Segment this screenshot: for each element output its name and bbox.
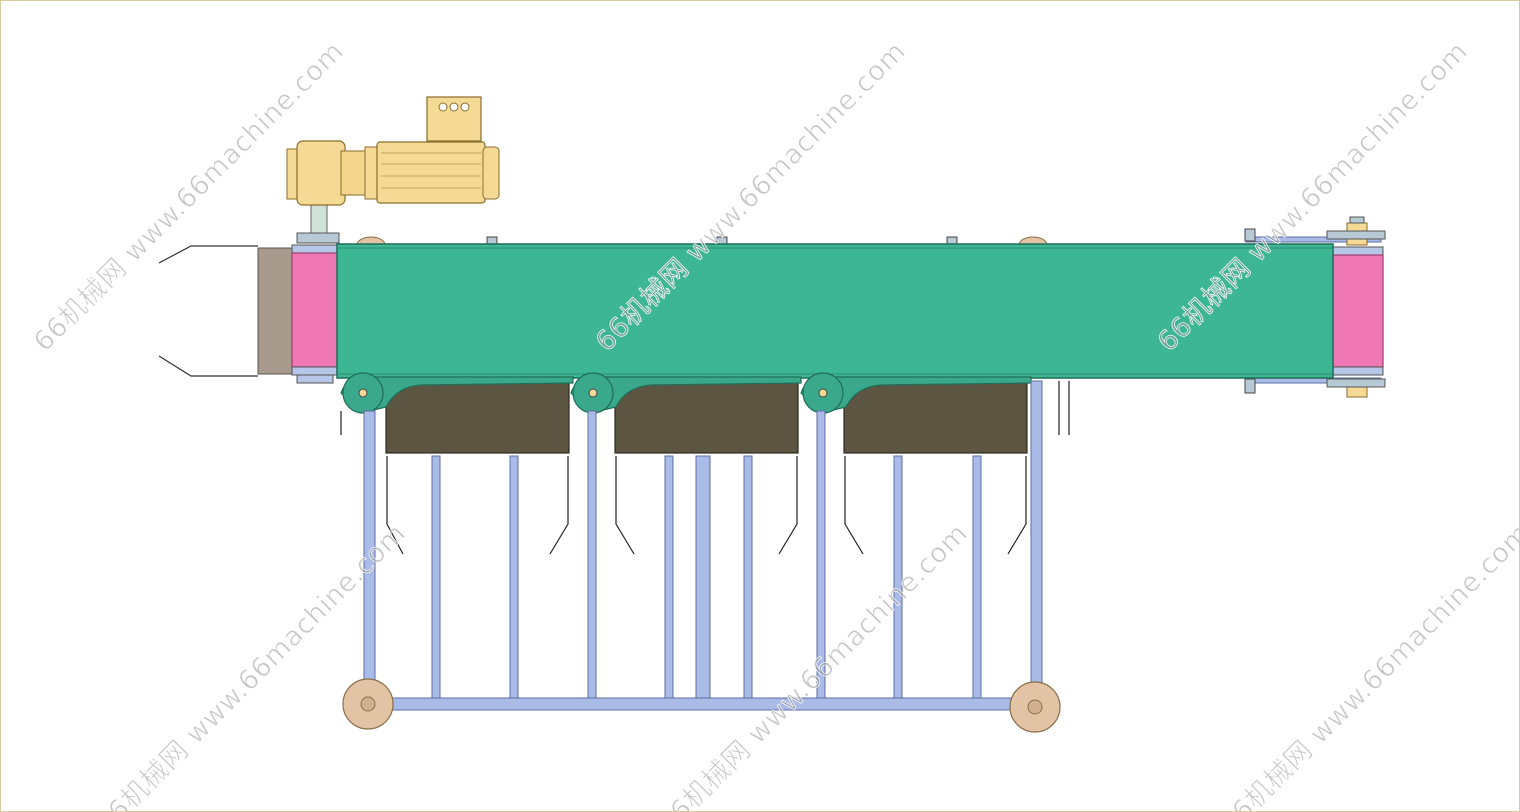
cart-wheels [342, 678, 1061, 733]
divider-lines [340, 381, 1070, 555]
drive-motor [286, 96, 500, 244]
tail-roller [1326, 216, 1386, 398]
hoppers [385, 378, 1028, 454]
conveyor-belt [336, 243, 1334, 379]
head-roller [291, 244, 339, 384]
cart-frame [363, 380, 1043, 711]
belt-brackets [340, 372, 1032, 414]
left-chute [158, 245, 294, 377]
